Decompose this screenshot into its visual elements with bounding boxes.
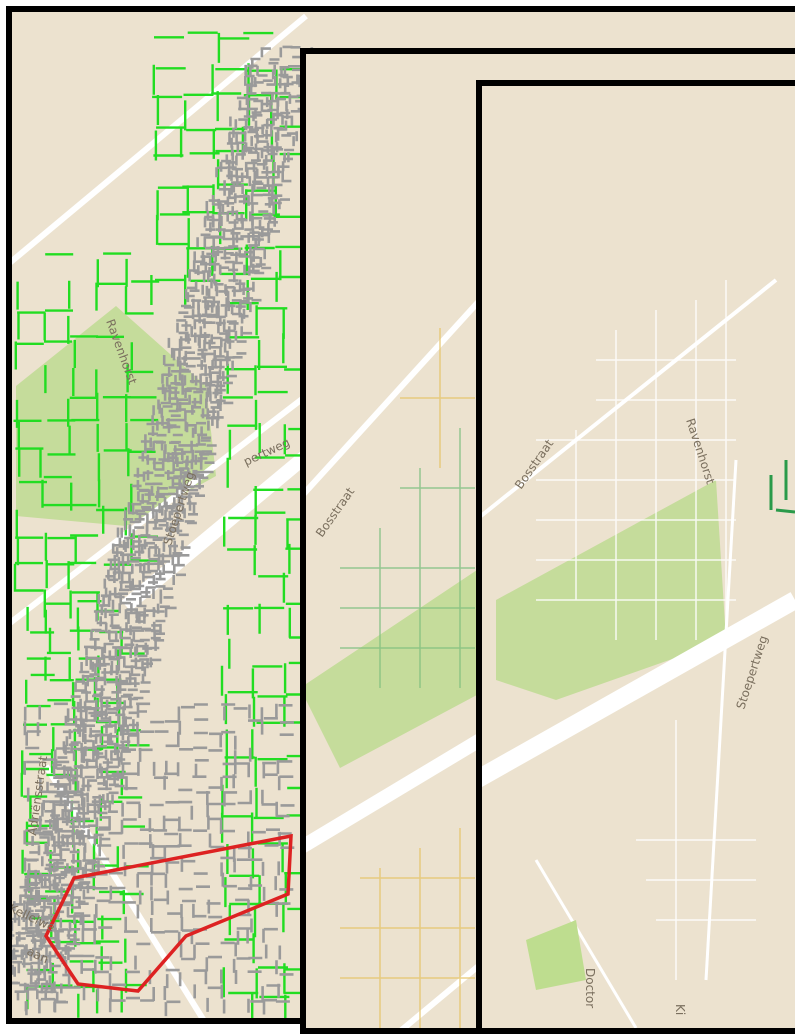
network-faint-yellow-middle	[340, 328, 475, 1028]
network-segment-group	[115, 523, 191, 567]
network-faint-green-middle	[340, 428, 475, 688]
network-green-layer	[13, 31, 320, 1024]
network-segment-group	[150, 31, 310, 310]
network-segment-group	[13, 252, 160, 621]
network-segment-group	[23, 702, 295, 1017]
street-label-doctor: Doctor	[583, 968, 597, 1008]
network-grey-layer	[6, 45, 323, 1017]
network-segment-group	[102, 575, 177, 620]
park-area-middle	[300, 568, 490, 768]
network-green-fragment-front	[769, 460, 795, 514]
map-panel-front[interactable]: Bosstraat Ravenhorst Stoepertweg Doctor …	[476, 80, 795, 1028]
street-label-ki: Ki	[673, 1004, 687, 1015]
map-canvas-front[interactable]: Bosstraat Ravenhorst Stoepertweg Doctor …	[476, 80, 795, 1028]
park-area-back	[16, 306, 216, 526]
boundary-red-polygon[interactable]	[43, 833, 293, 993]
park-small-front	[526, 920, 586, 990]
network-faint-white-front	[536, 280, 756, 980]
park-area-front	[496, 480, 726, 700]
